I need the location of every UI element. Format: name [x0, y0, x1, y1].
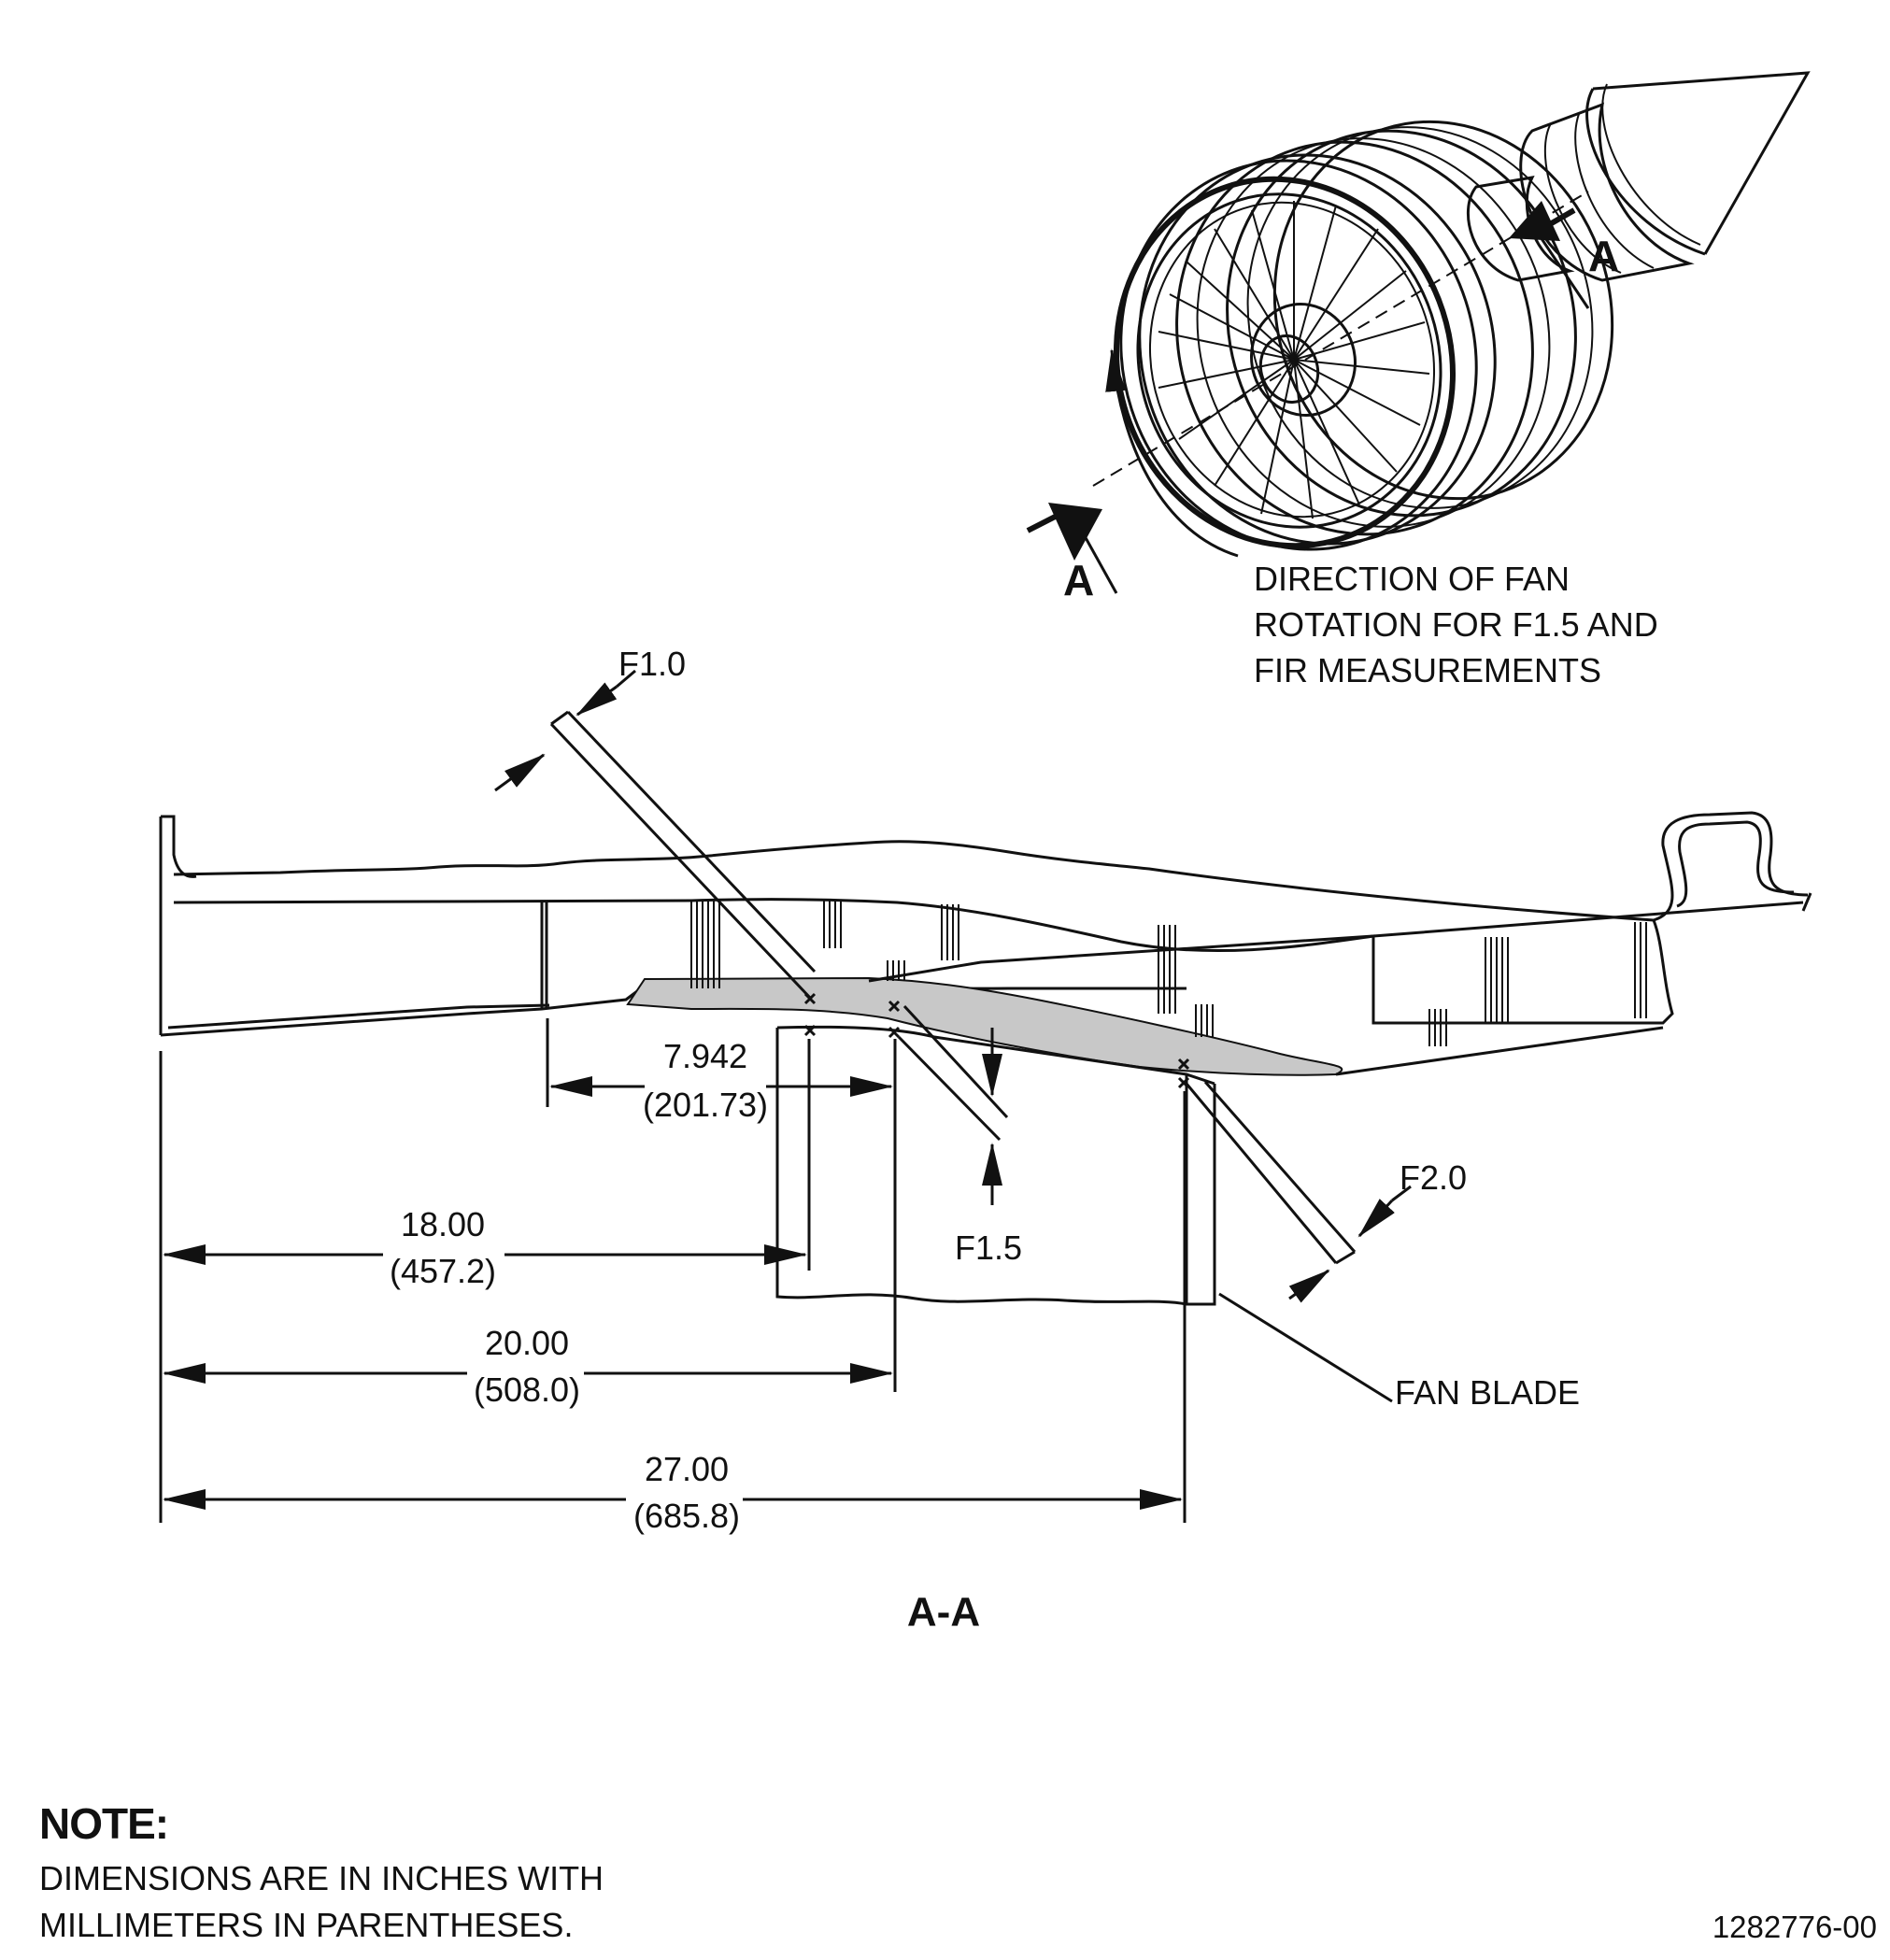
- section-label-a-upper: A: [1588, 232, 1619, 280]
- dim-1800-in: 18.00: [401, 1205, 485, 1243]
- note-title: NOTE:: [39, 1799, 169, 1848]
- dim-2000-in: 20.00: [485, 1324, 569, 1362]
- note-line-1: DIMENSIONS ARE IN INCHES WITH: [39, 1859, 604, 1897]
- note-line-2: MILLIMETERS IN PARENTHESES.: [39, 1906, 574, 1944]
- label-f1-0: F1.0: [618, 645, 686, 683]
- dim-2700-in: 27.00: [645, 1450, 729, 1488]
- label-f1-5: F1.5: [955, 1229, 1022, 1267]
- dim-1800-mm: (457.2): [390, 1252, 496, 1290]
- dim-2000-mm: (508.0): [474, 1371, 580, 1409]
- label-f2-0: F2.0: [1400, 1158, 1467, 1197]
- honeycomb-stiffeners: [690, 901, 1647, 1046]
- engine-isometric-view: [1026, 71, 1811, 594]
- dim-2700-mm: (685.8): [633, 1497, 740, 1535]
- rotation-note-line-2: ROTATION FOR F1.5 AND: [1254, 605, 1658, 644]
- fan-blades: [1158, 201, 1430, 519]
- label-fan-blade: FAN BLADE: [1395, 1373, 1580, 1412]
- dim-7942-mm: (201.73): [643, 1086, 768, 1124]
- section-label-a-lower: A: [1063, 556, 1094, 604]
- dim-7942-in: 7.942: [663, 1037, 747, 1075]
- rotation-note-line-3: FIR MEASUREMENTS: [1254, 651, 1601, 689]
- figure-number: 1282776-00: [1712, 1910, 1877, 1944]
- section-title-a-a: A-A: [907, 1589, 980, 1635]
- rotation-note-line-1: DIRECTION OF FAN: [1254, 560, 1570, 598]
- section-a-a-view: [159, 669, 1812, 1523]
